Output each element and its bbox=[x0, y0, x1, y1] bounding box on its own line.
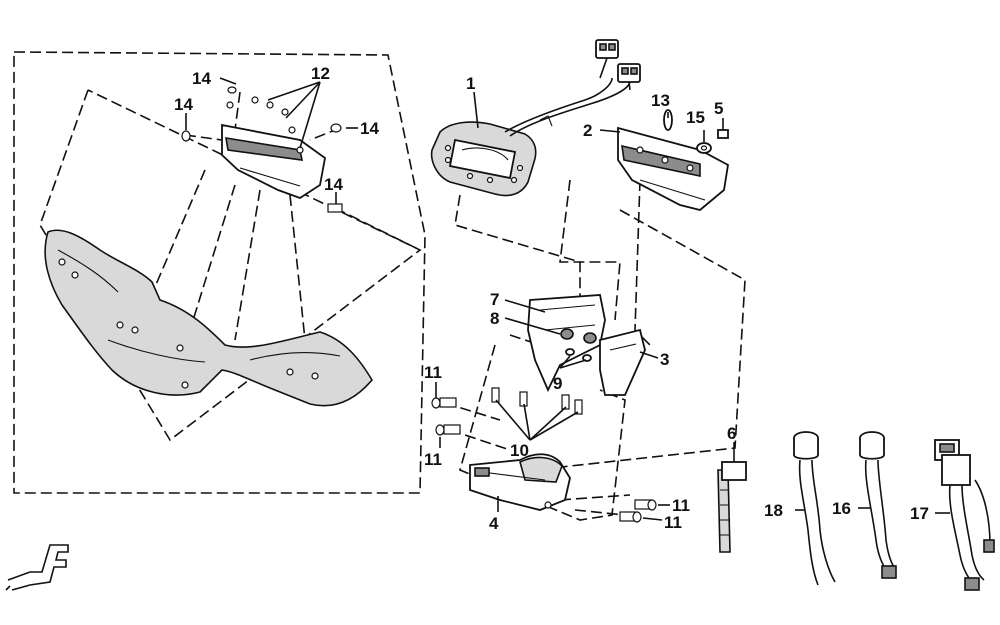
callout-5: 5 bbox=[714, 99, 723, 118]
callout-10: 10 bbox=[510, 441, 529, 460]
callout-13: 13 bbox=[651, 91, 670, 110]
right-bracket-part bbox=[617, 126, 729, 211]
center-leaders bbox=[435, 91, 705, 521]
callout-3: 3 bbox=[660, 350, 669, 369]
callout-11-top: 11 bbox=[424, 363, 442, 382]
bolts-part-11 bbox=[431, 397, 657, 523]
switch-harness-16-part bbox=[858, 431, 897, 579]
callout-12: 12 bbox=[311, 64, 330, 83]
band-part bbox=[717, 442, 747, 553]
meter-part bbox=[430, 39, 641, 197]
callout-11-left: 11 bbox=[424, 450, 442, 469]
inner-cover-part bbox=[44, 229, 373, 407]
screws-part-10 bbox=[491, 387, 583, 415]
switch-harness-18-part bbox=[793, 431, 836, 586]
small-parts-right bbox=[663, 109, 729, 154]
lower-right-bracket-part bbox=[599, 328, 646, 396]
callout-1: 1 bbox=[466, 74, 475, 93]
callout-9: 9 bbox=[553, 374, 562, 393]
callout-7: 7 bbox=[490, 290, 499, 309]
callout-14-bottom: 14 bbox=[324, 175, 343, 194]
left-screws bbox=[181, 86, 343, 213]
callout-labels: 1 2 3 4 5 6 7 8 9 10 11 11 11 11 12 13 1… bbox=[174, 64, 929, 533]
ignition-switch-harness-17-part bbox=[934, 439, 995, 591]
left-group-boundary bbox=[13, 51, 426, 494]
stay-part bbox=[527, 294, 606, 393]
callout-14-right: 14 bbox=[360, 119, 379, 138]
lower-bracket-part bbox=[469, 453, 571, 511]
left-leaders bbox=[185, 77, 358, 204]
callout-11-right-lower: 11 bbox=[664, 513, 682, 532]
callout-17: 17 bbox=[910, 504, 929, 523]
callout-11-right-upper: 11 bbox=[672, 496, 690, 515]
left-bracket-part bbox=[221, 96, 326, 199]
callout-14-top: 14 bbox=[192, 69, 211, 88]
callout-2: 2 bbox=[583, 121, 592, 140]
callout-6: 6 bbox=[727, 424, 736, 443]
callout-16: 16 bbox=[832, 499, 851, 518]
callout-14-left: 14 bbox=[174, 95, 193, 114]
callout-8: 8 bbox=[490, 309, 499, 328]
callout-4: 4 bbox=[489, 514, 499, 533]
callout-18: 18 bbox=[764, 501, 783, 520]
front-direction-mark bbox=[5, 544, 69, 591]
callout-15: 15 bbox=[686, 108, 705, 127]
